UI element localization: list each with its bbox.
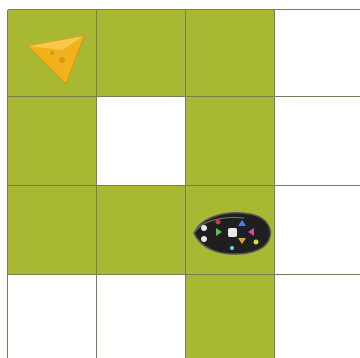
board-cell-green[interactable] (97, 186, 186, 275)
robot-mouse-icon[interactable] (188, 208, 274, 262)
board-cell-white[interactable] (275, 97, 360, 186)
grid-line-vertical (7, 10, 8, 358)
board-cell-white[interactable] (8, 275, 97, 358)
cheese-shape (22, 30, 92, 88)
board-cell-green[interactable] (186, 10, 275, 97)
grid-line-horizontal (8, 274, 360, 275)
grid-line-horizontal (8, 9, 360, 10)
board-cell-green[interactable] (8, 97, 97, 186)
board-cell-white[interactable] (97, 275, 186, 358)
grid-line-horizontal (8, 185, 360, 186)
grid-line-vertical (185, 10, 186, 358)
robot-mouse-shape (188, 208, 274, 258)
board-cell-white[interactable] (275, 186, 360, 275)
board-cell-white[interactable] (275, 10, 360, 97)
board-cell-green[interactable] (97, 10, 186, 97)
board-cell-green[interactable] (186, 275, 275, 358)
grid-line-horizontal (8, 96, 360, 97)
grid-line-vertical (274, 10, 275, 358)
board-cell-green[interactable] (8, 186, 97, 275)
grid-line-vertical (96, 10, 97, 358)
board-cell-green[interactable] (186, 97, 275, 186)
board-cell-white[interactable] (275, 275, 360, 358)
board-cell-white[interactable] (97, 97, 186, 186)
cheese-icon[interactable] (22, 30, 92, 92)
